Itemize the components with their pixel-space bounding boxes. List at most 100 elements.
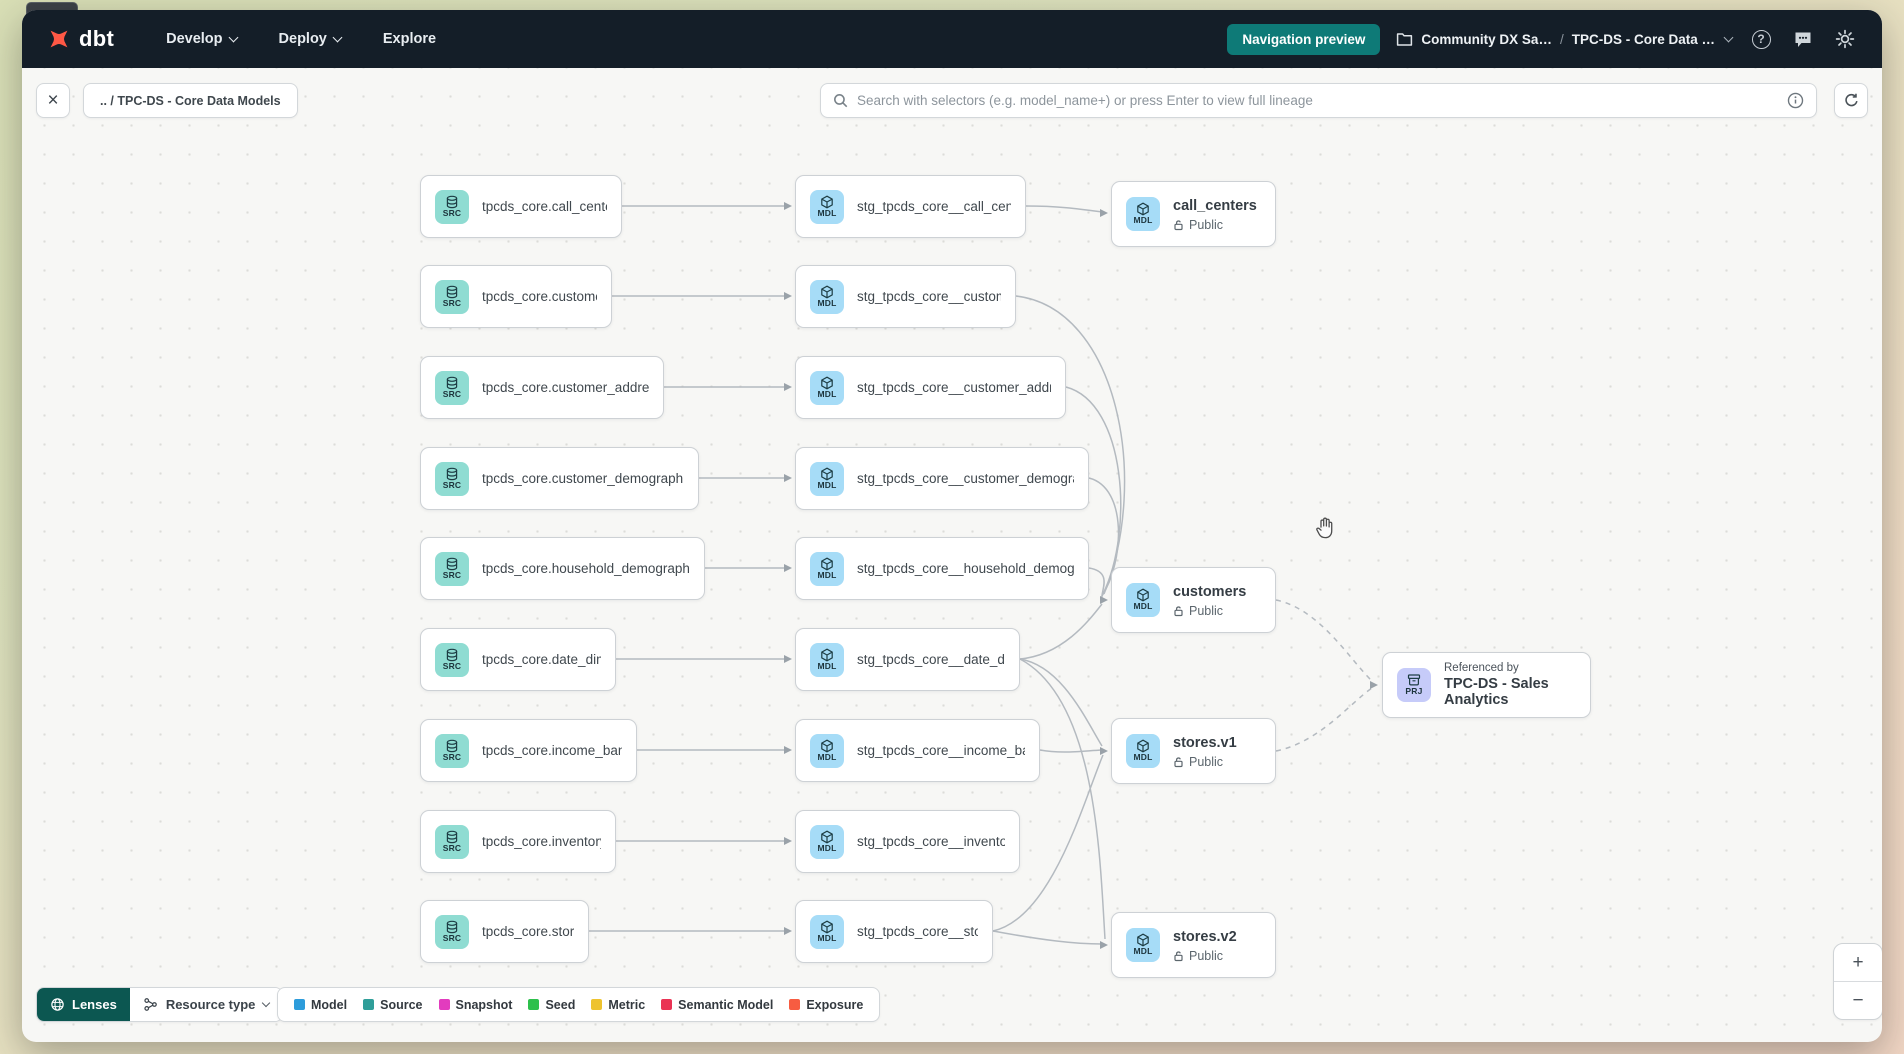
database-icon bbox=[446, 376, 458, 390]
question-icon: ? bbox=[1751, 29, 1771, 49]
database-icon bbox=[446, 830, 458, 844]
model-node[interactable]: MDL stg_tpcds_core__customer_demogra… bbox=[795, 447, 1089, 510]
legend-item: Metric bbox=[591, 998, 645, 1012]
lenses-button[interactable]: Lenses bbox=[37, 988, 130, 1021]
model-badge: MDL bbox=[810, 279, 844, 314]
source-badge: SRC bbox=[435, 642, 469, 677]
zoom-in-button[interactable]: + bbox=[1834, 944, 1882, 982]
lineage-edges bbox=[589, 202, 1378, 949]
public-model-node[interactable]: MDL customers Public bbox=[1111, 567, 1276, 633]
lineage-canvas[interactable]: × .. / TPC-DS - Core Data Models bbox=[22, 10, 1882, 1042]
cube-icon bbox=[821, 195, 833, 209]
referenced-project-node[interactable]: PRJ Referenced by TPC-DS - Sales Analyti… bbox=[1382, 652, 1591, 718]
model-node[interactable]: MDL stg_tpcds_core__call_center bbox=[795, 175, 1026, 238]
model-badge: MDL bbox=[810, 642, 844, 677]
source-node[interactable]: SRC tpcds_core.store bbox=[420, 900, 589, 963]
database-icon bbox=[446, 285, 458, 299]
cube-icon bbox=[1137, 588, 1149, 602]
speech-bubble-icon bbox=[1795, 32, 1811, 47]
database-icon bbox=[446, 648, 458, 662]
referenced-by-kicker: Referenced by bbox=[1444, 662, 1519, 674]
model-node[interactable]: MDL stg_tpcds_core__customer_address bbox=[795, 356, 1066, 419]
breadcrumb-separator: / bbox=[1559, 31, 1564, 47]
info-icon[interactable] bbox=[1787, 92, 1804, 109]
visibility-row: Public bbox=[1173, 604, 1246, 618]
model-node[interactable]: MDL stg_tpcds_core__date_dim bbox=[795, 628, 1020, 691]
source-node[interactable]: SRC tpcds_core.inventory bbox=[420, 810, 616, 873]
nav-deploy[interactable]: Deploy bbox=[263, 21, 357, 57]
navigation-preview-button[interactable]: Navigation preview bbox=[1227, 23, 1381, 55]
model-node[interactable]: MDL stg_tpcds_core__income_band bbox=[795, 719, 1040, 782]
chevron-down-icon bbox=[228, 32, 238, 42]
public-model-name: call_centers bbox=[1173, 197, 1257, 214]
account-name[interactable]: Community DX Sa… bbox=[1421, 31, 1552, 47]
lock-icon bbox=[1174, 219, 1183, 230]
resource-type-dropdown[interactable]: Resource type bbox=[129, 988, 283, 1021]
lock-icon bbox=[1174, 756, 1183, 767]
folder-icon bbox=[1397, 32, 1413, 46]
source-node[interactable]: SRC tpcds_core.customer_address bbox=[420, 356, 664, 419]
feedback-button[interactable] bbox=[1790, 26, 1816, 52]
legend-swatch bbox=[438, 999, 450, 1010]
lock-icon bbox=[1174, 950, 1183, 961]
lineage-breadcrumb[interactable]: .. / TPC-DS - Core Data Models bbox=[83, 83, 298, 118]
dbt-logo-text: dbt bbox=[79, 26, 115, 51]
source-badge: SRC bbox=[435, 733, 469, 768]
nav-explore[interactable]: Explore bbox=[367, 21, 452, 57]
public-model-node[interactable]: MDL stores.v2 Public bbox=[1111, 912, 1276, 978]
help-button[interactable]: ? bbox=[1748, 26, 1774, 52]
cube-icon bbox=[821, 467, 833, 481]
public-model-node[interactable]: MDL call_centers Public bbox=[1111, 181, 1276, 247]
model-badge: MDL bbox=[810, 551, 844, 586]
cube-icon bbox=[1137, 933, 1149, 947]
model-badge: MDL bbox=[1126, 928, 1160, 962]
legend-item: Source bbox=[363, 998, 423, 1012]
settings-button[interactable] bbox=[1832, 26, 1858, 52]
legend-item: Semantic Model bbox=[661, 998, 773, 1012]
app-window: dbt Develop Deploy Explore Navigation pr… bbox=[22, 10, 1882, 1042]
close-lineage-button[interactable]: × bbox=[36, 83, 70, 118]
legend-item: Snapshot bbox=[438, 998, 512, 1012]
project-name[interactable]: TPC-DS - Core Data … bbox=[1571, 31, 1715, 47]
dbt-logo[interactable]: dbt bbox=[46, 26, 114, 52]
project-breadcrumb[interactable]: Community DX Sa… / TPC-DS - Core Data … bbox=[1396, 31, 1734, 47]
public-model-name: stores.v1 bbox=[1173, 734, 1237, 751]
lineage-search bbox=[820, 83, 1817, 118]
lock-icon bbox=[1174, 605, 1183, 616]
source-node[interactable]: SRC tpcds_core.customer_demographics bbox=[420, 447, 699, 510]
zoom-controls: + − bbox=[1833, 943, 1882, 1020]
gear-icon bbox=[1835, 29, 1855, 49]
public-model-node[interactable]: MDL stores.v1 Public bbox=[1111, 718, 1276, 784]
nav-develop[interactable]: Develop bbox=[150, 21, 252, 57]
model-node[interactable]: MDL stg_tpcds_core__inventory bbox=[795, 810, 1020, 873]
visibility-row: Public bbox=[1173, 949, 1237, 963]
legend-item: Model bbox=[294, 998, 347, 1012]
lens-globe-icon bbox=[51, 998, 64, 1011]
source-node[interactable]: SRC tpcds_core.income_band bbox=[420, 719, 637, 782]
cube-icon bbox=[821, 557, 833, 571]
source-badge: SRC bbox=[435, 461, 469, 496]
source-node[interactable]: SRC tpcds_core.household_demographics bbox=[420, 537, 705, 600]
source-badge: SRC bbox=[435, 824, 469, 859]
model-badge: MDL bbox=[810, 370, 844, 405]
legend-swatch bbox=[591, 999, 603, 1010]
search-input[interactable] bbox=[857, 93, 1778, 108]
refresh-lineage-button[interactable] bbox=[1834, 83, 1868, 118]
public-model-name: customers bbox=[1173, 583, 1247, 600]
top-navbar: dbt Develop Deploy Explore Navigation pr… bbox=[22, 10, 1882, 68]
chevron-down-icon bbox=[1723, 32, 1734, 42]
model-node[interactable]: MDL stg_tpcds_core__store bbox=[795, 900, 993, 963]
model-node[interactable]: MDL stg_tpcds_core__customer bbox=[795, 265, 1016, 328]
cube-icon bbox=[1137, 202, 1149, 216]
refresh-icon bbox=[1844, 93, 1858, 107]
referenced-project-title: TPC-DS - Sales Analytics bbox=[1444, 676, 1549, 708]
legend-item: Seed bbox=[528, 998, 575, 1012]
source-node[interactable]: SRC tpcds_core.call_center bbox=[420, 175, 622, 238]
source-node[interactable]: SRC tpcds_core.customer bbox=[420, 265, 612, 328]
source-node[interactable]: SRC tpcds_core.date_dim bbox=[420, 628, 616, 691]
source-badge: SRC bbox=[435, 279, 469, 314]
zoom-out-button[interactable]: − bbox=[1834, 982, 1882, 1019]
model-node[interactable]: MDL stg_tpcds_core__household_demogr… bbox=[795, 537, 1089, 600]
legend-swatch bbox=[528, 999, 540, 1010]
